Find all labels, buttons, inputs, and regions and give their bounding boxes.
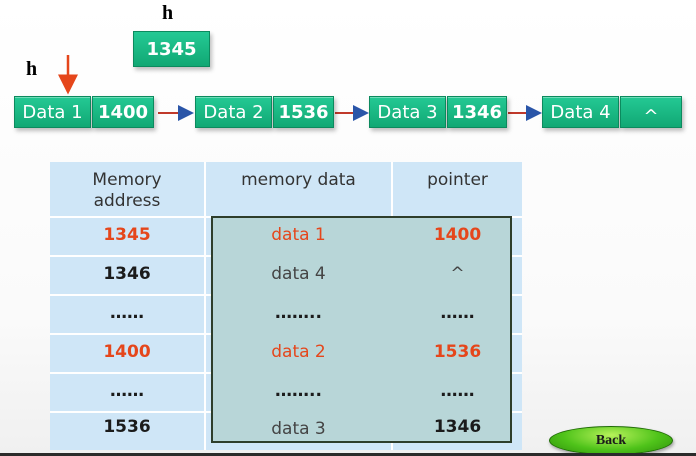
- head-label-left: h: [26, 58, 38, 80]
- header-memory-address: Memory address: [92, 170, 162, 211]
- row-6-address: 1536: [103, 417, 151, 437]
- row-5-pointer: ……: [440, 381, 475, 401]
- node-3-data: Data 3: [369, 96, 446, 128]
- row-2-data: data 4: [271, 264, 326, 284]
- row-3-data: ……..: [275, 303, 322, 323]
- row-5-address: ……: [110, 381, 144, 401]
- row-4-address: 1400: [103, 342, 151, 362]
- row-1-address: 1345: [103, 225, 151, 245]
- new-node-pointer-box: 1345: [133, 31, 210, 67]
- node-2-pointer: 1536: [273, 96, 334, 128]
- node-4-pointer: ^: [620, 96, 682, 128]
- row-1-data: data 1: [271, 225, 326, 245]
- column-divider: [204, 162, 206, 450]
- row-4-pointer: 1536: [433, 342, 482, 362]
- back-button[interactable]: Back: [549, 426, 673, 455]
- row-4-data: data 2: [271, 342, 326, 362]
- header-memory-data: memory data: [241, 170, 356, 190]
- node-2-data: Data 2: [195, 96, 272, 128]
- header-pointer: pointer: [427, 170, 488, 190]
- row-3-pointer: ……: [440, 303, 475, 323]
- node-1-data: Data 1: [14, 96, 91, 128]
- row-2-address: 1346: [103, 264, 151, 284]
- row-6-data: data 3: [271, 419, 326, 439]
- row-5-data: ……..: [275, 381, 322, 401]
- node-1-pointer: 1400: [92, 96, 154, 128]
- row-1-pointer: 1400: [433, 225, 482, 245]
- row-6-pointer: 1346: [433, 417, 482, 437]
- node-4-data: Data 4: [542, 96, 619, 128]
- row-3-address: ……: [110, 303, 144, 323]
- data-pointer-highlight-box: [211, 216, 512, 443]
- bottom-border: [0, 453, 696, 456]
- head-label-top: h: [162, 2, 174, 24]
- row-2-pointer: ^: [450, 264, 465, 284]
- node-3-pointer: 1346: [447, 96, 507, 128]
